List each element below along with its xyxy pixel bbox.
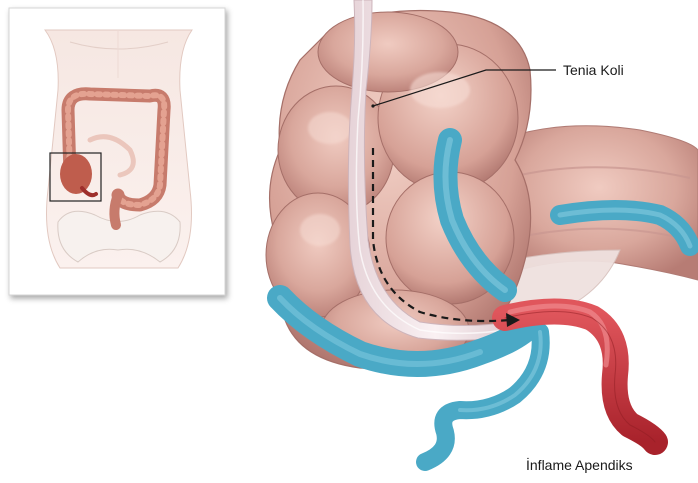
leader-dot-tenia: [371, 104, 374, 107]
inset-cecum: [60, 154, 92, 194]
label-inflame-apendiks: İnflame Apendiks: [526, 457, 633, 473]
label-tenia-koli: Tenia Koli: [563, 62, 624, 78]
cecum-illustration: [266, 0, 698, 462]
torso-inset: [9, 8, 225, 295]
